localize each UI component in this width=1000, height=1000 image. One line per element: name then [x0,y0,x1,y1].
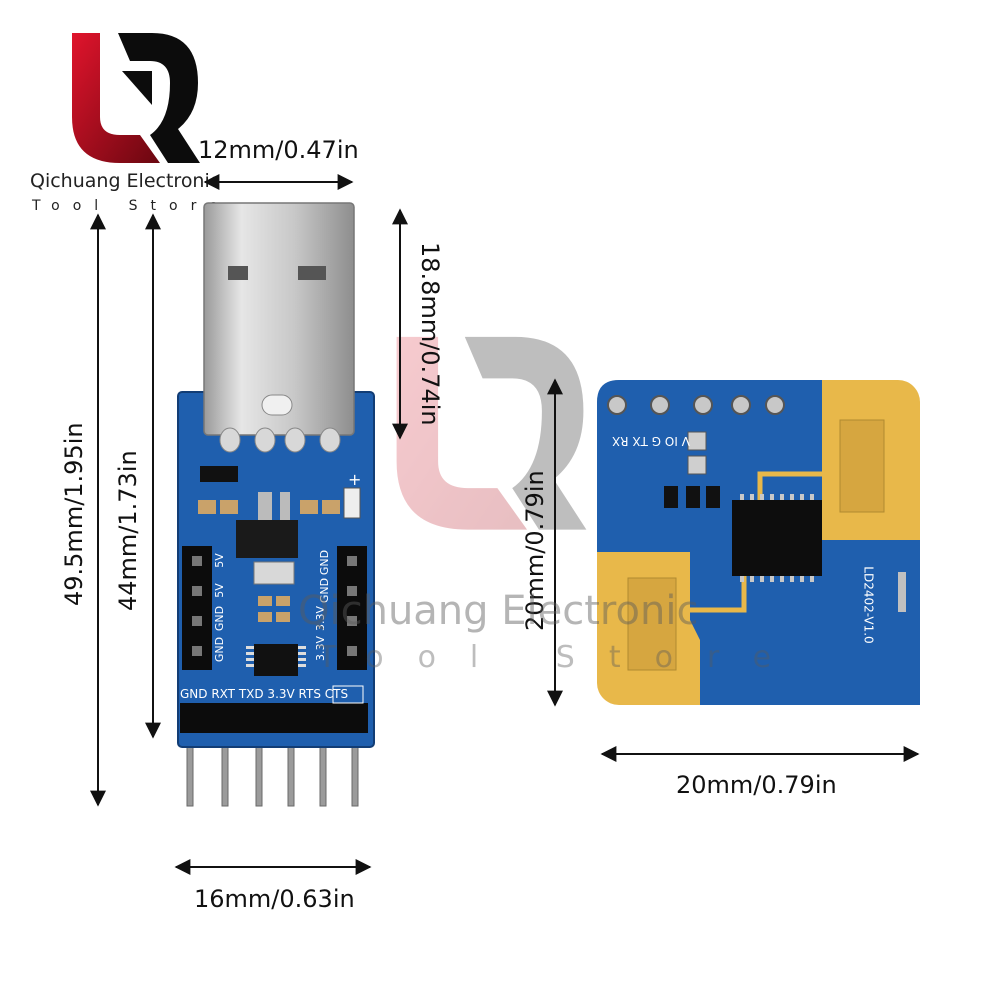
silk-right-gnd-2: GND [318,549,332,576]
dim-label-plug-width: 12mm/0.47in [198,136,359,164]
sensor-pin-labels: V IO G TX RX [612,434,690,448]
brand-subtitle: Tool Store [32,198,231,214]
dim-label-sensor-width: 20mm/0.79in [676,771,837,799]
watermark-subtitle: Tool Store [318,640,806,675]
sensor-model-label: LD2402-V1.0 [861,566,876,644]
silk-left-5v-1: 5V [212,553,226,568]
dimension-lines [90,174,920,875]
dim-label-board-width: 16mm/0.63in [194,885,355,913]
watermark-name: Qichuang Electronic [298,588,699,634]
silk-left-gnd-2: GND [213,636,227,663]
silk-bottom-header: GND RXT TXD 3.3V RTS CTS [180,687,349,701]
dim-label-board-length: 44mm/1.73in [114,450,142,611]
radar-sensor-board [597,380,920,705]
usb-ttl-board [177,202,375,807]
silk-left-5v-2: 5V [212,583,226,598]
dim-label-total-length: 49.5mm/1.95in [60,422,88,606]
brand-name: Qichuang Electronic [30,170,221,192]
dim-label-plug-length: 18.8mm/0.74in [416,242,444,426]
silk-left-gnd-1: GND [213,605,227,632]
logo-q-icon [72,33,200,163]
silk-plus: + [348,470,362,489]
brand-logo [60,25,210,170]
